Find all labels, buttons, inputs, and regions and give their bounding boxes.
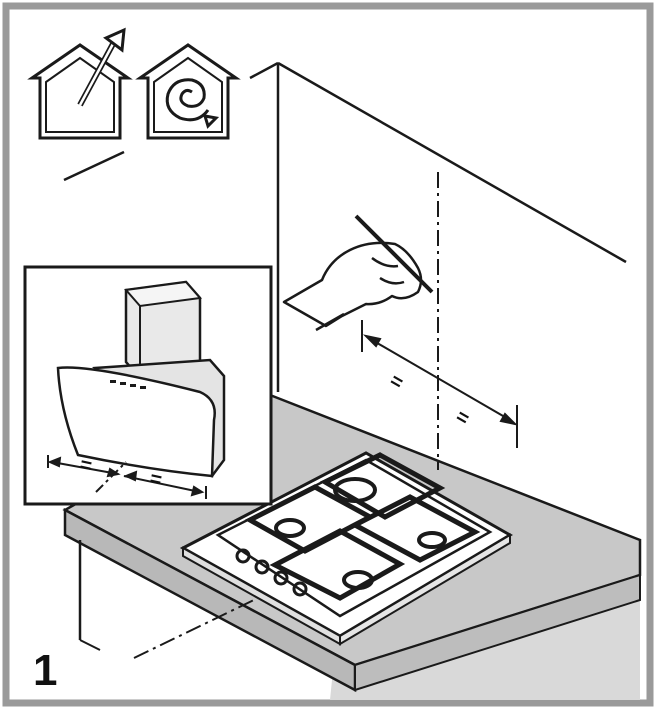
wall-outline xyxy=(249,61,627,392)
hood-center-axis xyxy=(95,461,127,493)
gas-hob xyxy=(179,451,513,646)
house-exhaust-arrow-icon xyxy=(27,27,133,140)
hob-knob-1 xyxy=(235,548,251,564)
icon-divider-line xyxy=(63,150,125,182)
wall-measure-arrows xyxy=(361,320,519,448)
hood-measure-arrows xyxy=(47,455,207,499)
hob-knob-4 xyxy=(292,581,308,597)
hob-grate-front-right xyxy=(349,494,481,563)
hob-burner-small xyxy=(342,570,374,590)
hob-grate-back-right xyxy=(319,452,446,520)
hob-knob-2 xyxy=(254,559,270,575)
hob-burner-medium-left xyxy=(274,518,306,538)
hood-equal-mark-1: = xyxy=(78,454,94,478)
step-number: 1 xyxy=(33,646,57,695)
house-recirculation-spiral-icon xyxy=(135,43,241,140)
hood-glass-panel xyxy=(56,366,216,478)
hob-burner-medium-right xyxy=(417,531,447,549)
hob-grate-front-left xyxy=(269,528,406,601)
hood-equal-mark-2: = xyxy=(148,468,164,492)
hand-marking-wall-icon xyxy=(282,214,434,332)
hood-inset-panel: = = xyxy=(23,265,273,506)
hob-knob-3 xyxy=(273,570,289,586)
center-axis-line xyxy=(133,172,439,659)
hood-control-buttons xyxy=(110,380,146,389)
hob-burner-large xyxy=(333,477,377,503)
